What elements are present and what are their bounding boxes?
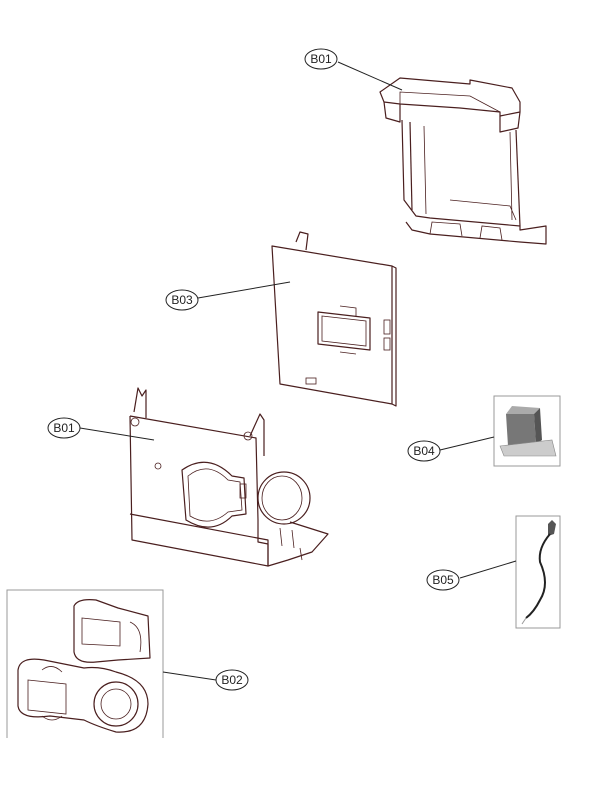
- leader-line-b05: [459, 560, 517, 579]
- callout-label: B01: [53, 421, 75, 435]
- callout-b01-top: B01: [304, 48, 338, 70]
- callout-label: B05: [432, 573, 454, 587]
- leader-line-b03: [197, 281, 291, 299]
- top-bracket-part: [379, 77, 547, 245]
- callout-b05: B05: [426, 569, 460, 591]
- callout-label: B04: [413, 444, 435, 458]
- leader-line-b02: [162, 671, 217, 681]
- callout-b01-plate: B01: [47, 417, 81, 439]
- callout-b03: B03: [165, 289, 199, 311]
- leader-line-b04: [439, 436, 495, 451]
- control-board-part: [271, 231, 397, 407]
- relay-part: [493, 395, 561, 467]
- callout-label: B01: [310, 52, 332, 66]
- leader-line-b01-plate: [79, 427, 155, 441]
- mounting-plate-part: [129, 387, 329, 567]
- callout-label: B02: [221, 673, 243, 687]
- callout-b02: B02: [215, 669, 249, 691]
- leader-line-b01-top: [337, 61, 403, 91]
- cable-part: [515, 515, 561, 629]
- callout-b04: B04: [407, 440, 441, 462]
- display-panel-part: [6, 589, 164, 738]
- callout-label: B03: [171, 293, 193, 307]
